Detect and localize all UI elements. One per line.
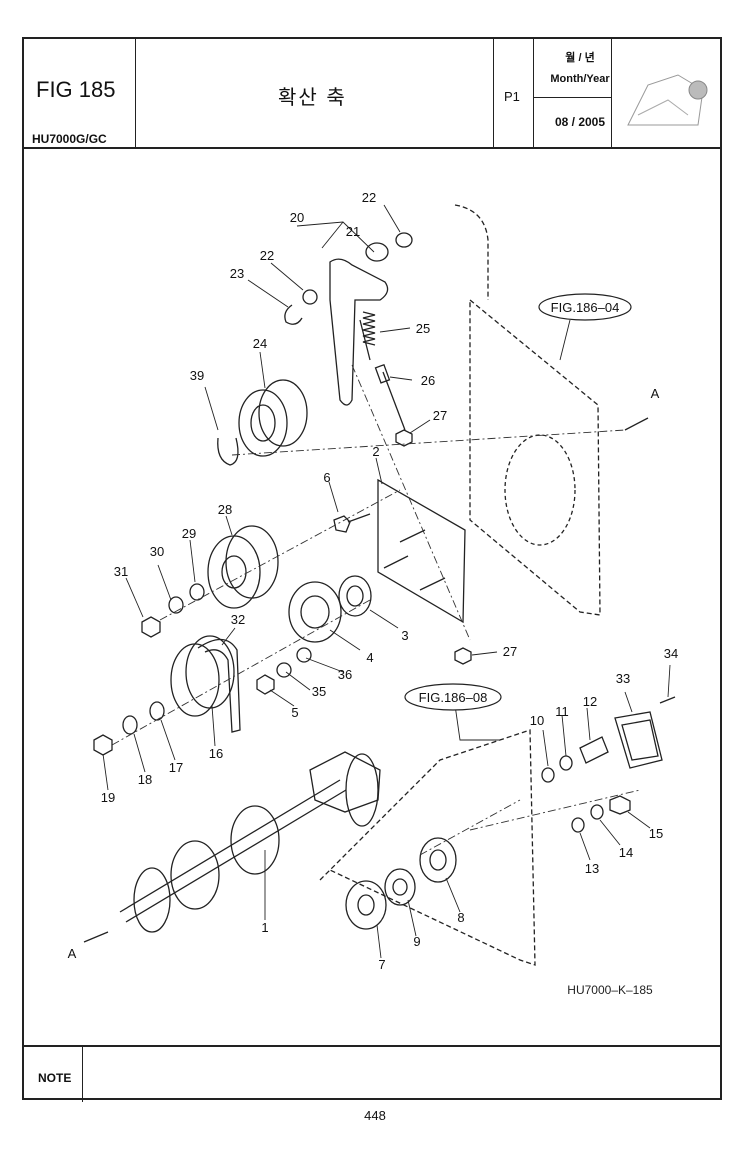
part-label: 11 [555, 704, 569, 719]
drawing-id: HU7000–K–185 [567, 983, 653, 997]
part-label: 33 [616, 671, 630, 686]
part-label: 36 [338, 667, 352, 682]
date-cell [534, 39, 612, 147]
part-label: 1 [261, 920, 268, 935]
fig-callout-186-04: FIG.186–04 [551, 300, 620, 315]
part-label: 10 [530, 713, 544, 728]
part-label: 16 [209, 746, 223, 761]
fig-cell [24, 39, 136, 147]
title-cell [136, 39, 494, 147]
note-label: NOTE [38, 1071, 72, 1085]
fig-number: FIG 185 [36, 77, 116, 102]
part-label: 22 [260, 248, 274, 263]
part-label: 2 [372, 444, 379, 459]
part-label: 18 [138, 772, 152, 787]
part-label: 19 [101, 790, 115, 805]
part-label: 8 [457, 910, 464, 925]
part-label: 20 [290, 210, 304, 225]
page-code: P1 [504, 89, 520, 104]
page-title: 확산 축 [278, 87, 347, 109]
part-label: 28 [218, 502, 232, 517]
page-frame: FIG 185 HU7000G/GC 확산 축 P1 월 / 년 Month/Y… [22, 37, 722, 1102]
direction-mark-a: A [68, 946, 77, 961]
part-label: 13 [585, 861, 599, 876]
part-label: 15 [649, 826, 663, 841]
part-label: 14 [619, 845, 633, 860]
part-label: 7 [378, 957, 385, 972]
page-number: 448 [364, 1108, 386, 1123]
part-label: 21 [346, 224, 360, 239]
part-label: 23 [230, 266, 244, 281]
part-label: 27 [433, 408, 447, 423]
title-block: FIG 185 HU7000G/GC 확산 축 P1 월 / 년 Month/Y… [24, 39, 720, 149]
part-label: 12 [583, 694, 597, 709]
part-label: 27 [503, 644, 517, 659]
page-code-cell [494, 39, 534, 147]
part-label: 22 [362, 190, 376, 205]
date-header-en: Month/Year [550, 73, 610, 85]
date-value: 08 / 2005 [554, 115, 606, 129]
part-label: 17 [169, 760, 183, 775]
part-label: 3 [401, 628, 408, 643]
note-row: NOTE [24, 1045, 720, 1102]
part-label: 4 [366, 650, 373, 665]
machine-thumbnail [627, 74, 708, 126]
part-label: 39 [190, 368, 204, 383]
part-label: 25 [416, 321, 430, 336]
fig-callout-186-08: FIG.186–08 [419, 690, 488, 705]
part-label: 24 [253, 336, 267, 351]
direction-mark-a: A [651, 386, 660, 401]
date-header-ko: 월 / 년 [565, 52, 595, 64]
part-label: 26 [421, 373, 435, 388]
part-label: 35 [312, 684, 326, 699]
part-label: 30 [150, 544, 164, 559]
part-label: 5 [291, 705, 298, 720]
part-label: 9 [413, 934, 420, 949]
part-label: 34 [664, 646, 678, 661]
part-label: 32 [231, 612, 245, 627]
part-label: 31 [114, 564, 128, 579]
part-label: 6 [323, 470, 330, 485]
part-label: 29 [182, 526, 196, 541]
model-name: HU7000G/GC [32, 132, 107, 146]
